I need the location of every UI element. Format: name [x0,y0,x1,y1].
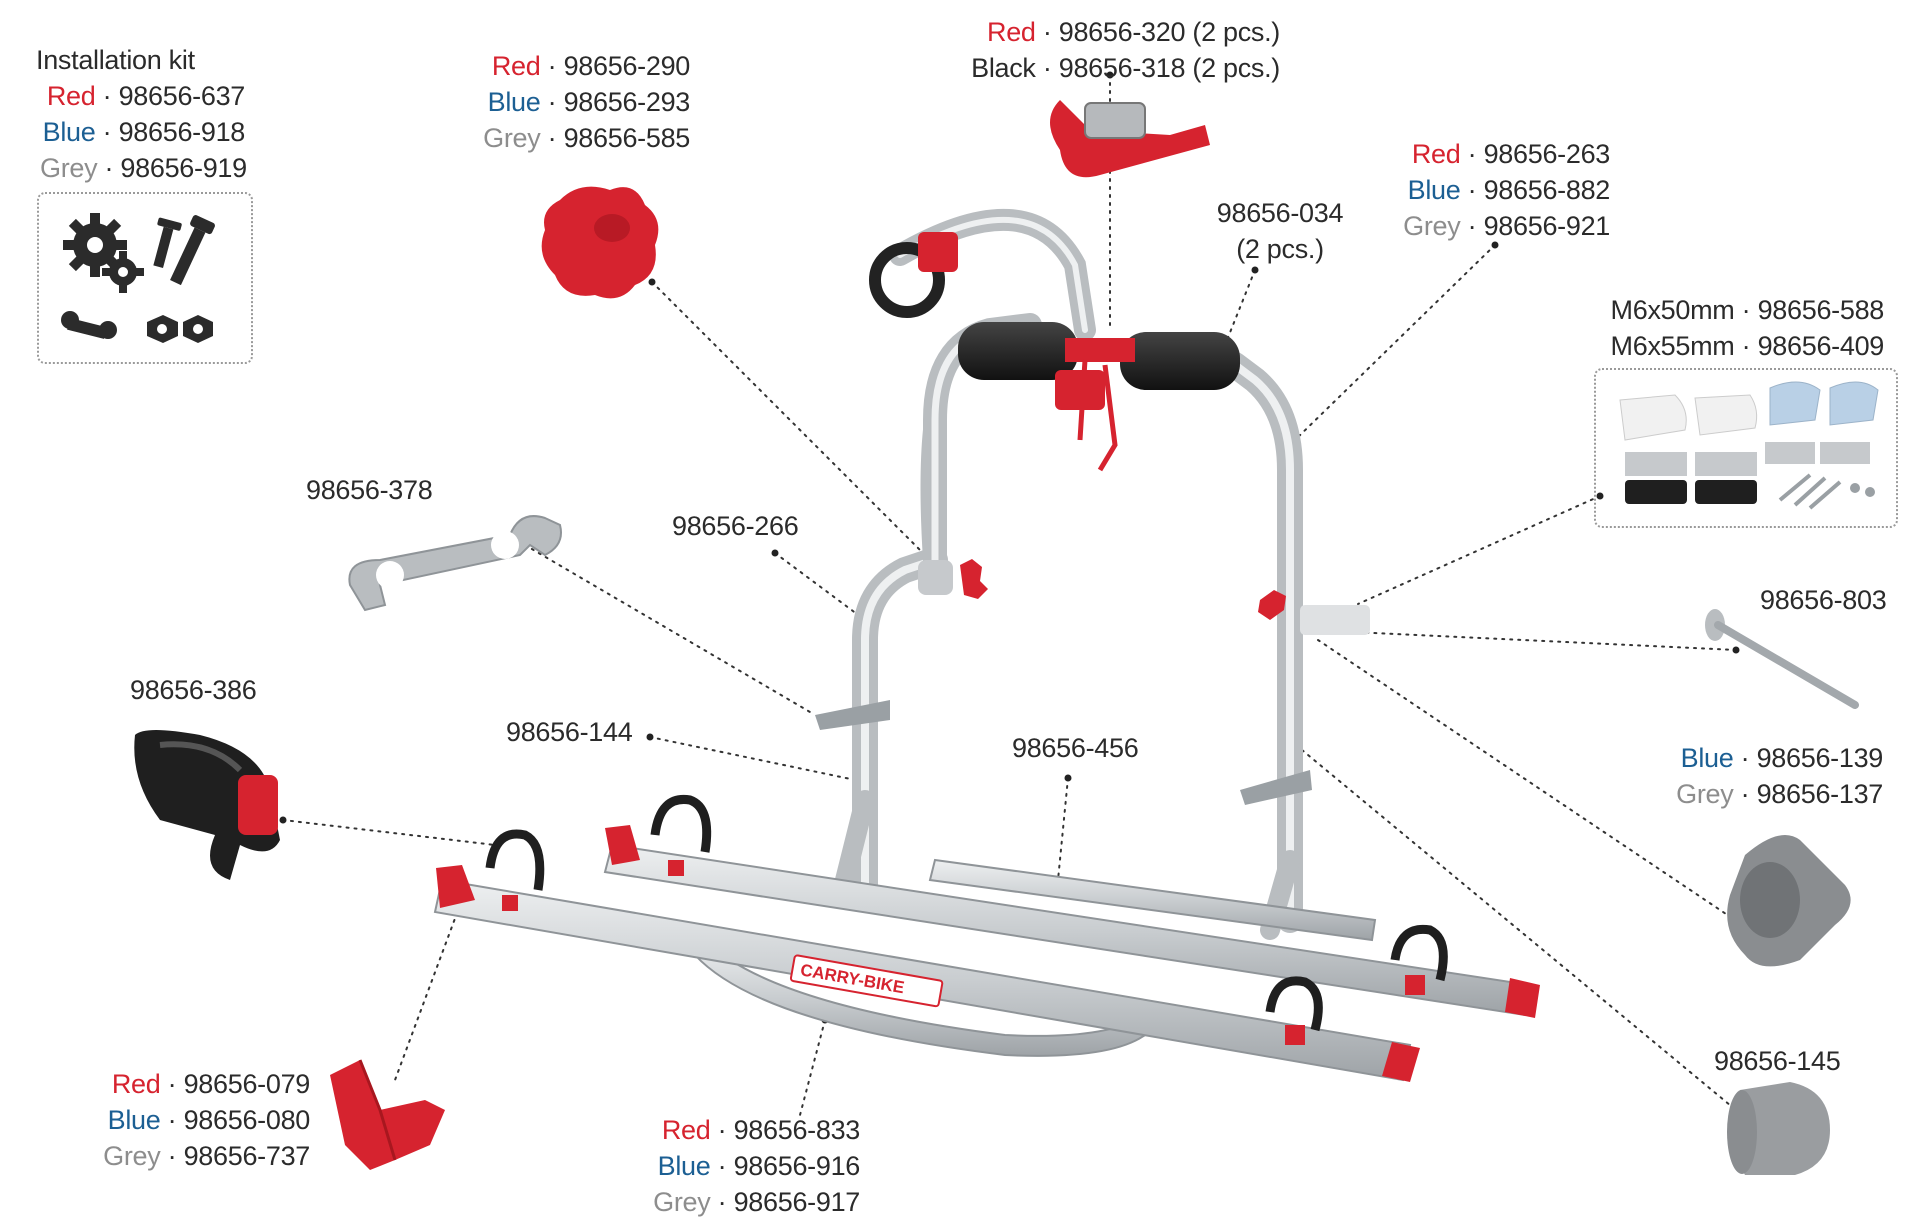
part-number: 98656-803 [1760,585,1887,615]
part-number: 98656-386 [130,675,257,705]
frame-tube-right [1222,352,1303,933]
top-strap-part [1050,100,1210,178]
part-number: 98656-079 [183,1069,311,1099]
bike-rack-assembly: CARRY-BIKE [433,208,1540,1082]
mount-screws-label: M6x50mm · 98656-588 M6x55mm · 98656-409 [1610,295,1885,361]
color-name: Blue [1680,743,1734,773]
part-number: 98656-034 [1216,198,1344,228]
color-name: Blue [487,87,541,117]
small-gear-icon [102,251,144,293]
color-name: Red [1411,139,1461,169]
color-name: Red [987,17,1036,47]
quantity: (2 pcs.) [1236,234,1324,264]
color-name: Blue [1407,175,1461,205]
tube-label: 98656-144 [506,714,633,750]
end-cap-part [1727,835,1851,967]
part-number: 98656-139 [1756,743,1884,773]
part-number: 98656-320 (2 pcs.) [1058,17,1281,47]
top-strap-label: Red · 98656-320 (2 pcs.) Black · 98656-3… [971,17,1281,83]
bolt-icon [170,215,215,286]
color-name: Red [111,1069,161,1099]
nut-icon [147,315,213,343]
part-number: 98656-585 [563,123,691,153]
part-number: 98656-637 [118,81,246,111]
part-number: 98656-737 [183,1141,311,1171]
rail-label: 98656-456 [1012,730,1139,766]
mount-kit-box [1594,368,1898,528]
color-name: Blue [42,117,96,147]
part-number: 98656-833 [733,1115,861,1145]
bolt-part [1705,609,1859,709]
part-number: 98656-137 [1756,779,1884,809]
installation-kit-parts: Red · 98656-637 Blue · 98656-918 Grey · … [40,81,247,183]
color-name: Grey [1403,211,1461,241]
bolt-label: 98656-803 [1760,582,1887,618]
part-number: 98656-293 [563,87,691,117]
installation-kit-icons [61,213,215,343]
foot-label: 98656-145 [1714,1043,1841,1079]
part-number: 98656-080 [183,1105,311,1135]
part-number: 98656-919 [120,153,247,183]
part-number: 98656-266 [672,511,799,541]
frame-tube-left [852,547,948,913]
foam-label: 98656-034 (2 pcs.) [1200,195,1360,267]
rail-straps [485,794,1448,1032]
frame-left-label: 98656-266 [672,508,799,544]
rail-center [928,858,1377,942]
wheel-strap-label: 98656-386 [130,672,257,708]
part-number: 98656-409 [1757,331,1885,361]
star-knob-part [541,186,659,299]
part-number: 98656-378 [306,475,433,505]
part-number: 98656-918 [118,117,246,147]
screw-icon [153,217,182,268]
color-name: Black [971,53,1036,83]
installation-kit-title: Installation kit [36,45,195,75]
part-number: 98656-921 [1483,211,1611,241]
color-name: Grey [103,1141,161,1171]
installation-kit-label: Installation kit [36,42,195,78]
color-name: Grey [653,1187,711,1217]
foam-pad-left [958,322,1078,380]
part-number: 98656-290 [563,51,691,81]
color-name: Grey [1676,779,1734,809]
part-number: 98656-917 [733,1187,861,1217]
part-number: 98656-144 [506,717,633,747]
clamp-part [348,515,562,612]
part-number: 98656-916 [733,1151,861,1181]
color-name: Blue [107,1105,161,1135]
rail-end-part [330,1059,445,1170]
color-name: Grey [483,123,541,153]
frame-right-label: Red · 98656-263 Blue · 98656-882 Grey · … [1403,139,1611,241]
foam-pad-right [1120,332,1240,390]
part-number: 98656-588 [1757,295,1885,325]
part-number: 98656-456 [1012,733,1139,763]
color-name: Blue [657,1151,711,1181]
part-number: 98656-263 [1483,139,1611,169]
color-name: Red [46,81,96,111]
mount-kit-contents [1619,381,1879,510]
part-number: 98656-145 [1714,1046,1841,1076]
part-number: 98656-318 (2 pcs.) [1058,53,1281,83]
part-number: 98656-882 [1483,175,1611,205]
bottom-bar-label: Red · 98656-833 Blue · 98656-916 Grey · … [653,1115,861,1217]
color-name: Red [491,51,541,81]
rail-end-label: Red · 98656-079 Blue · 98656-080 Grey · … [103,1069,311,1171]
screw-size: M6x50mm [1610,295,1735,325]
clamp-label: 98656-378 [306,472,433,508]
wheel-strap-part [134,730,280,880]
installation-kit-box [37,192,253,364]
gear-icon [63,213,127,277]
chain-link-icon [61,311,117,339]
color-name: Grey [40,153,98,183]
end-cap-label: Blue · 98656-139 Grey · 98656-137 [1676,743,1884,809]
knob-label: Red · 98656-290 Blue · 98656-293 Grey · … [483,51,691,153]
screw-size: M6x55mm [1610,331,1735,361]
color-name: Red [661,1115,711,1145]
foot-part [1727,1082,1830,1175]
